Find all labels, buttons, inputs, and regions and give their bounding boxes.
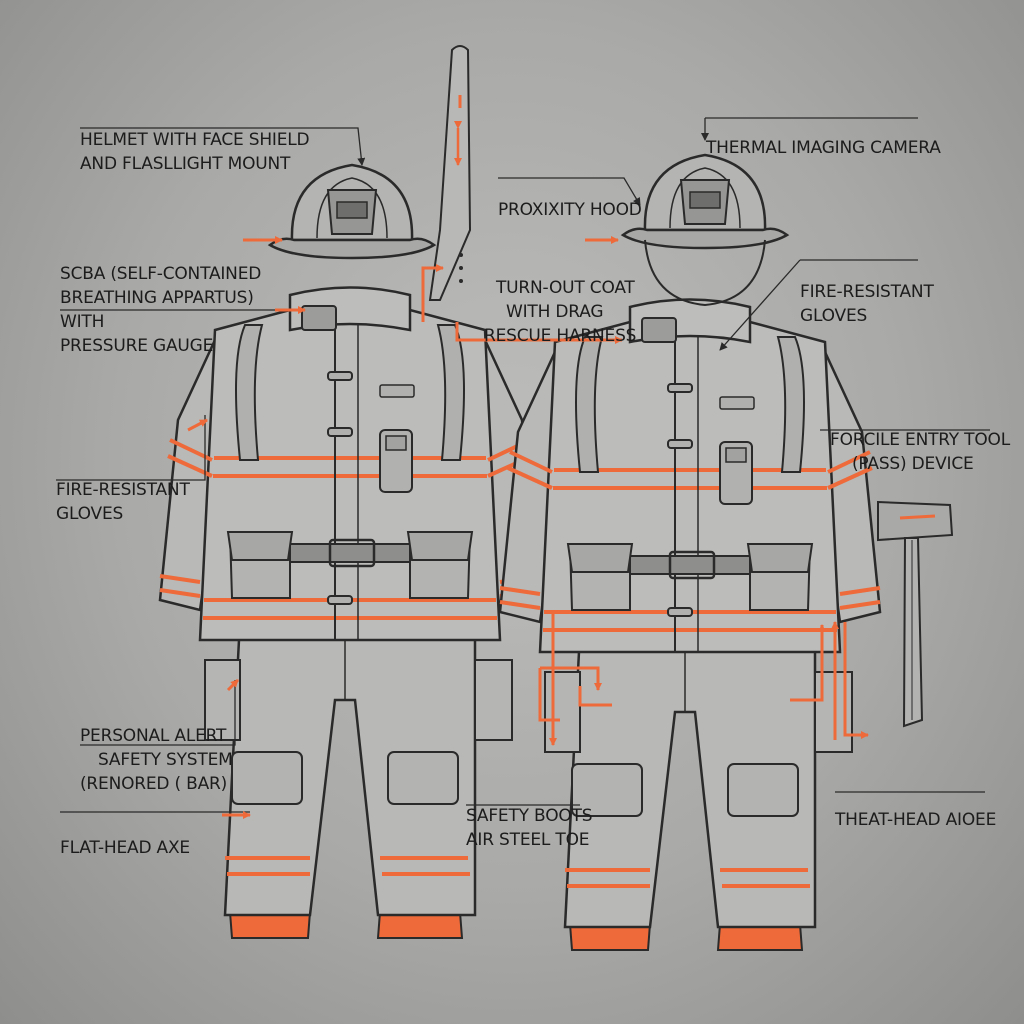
halligan-tool-illustration <box>428 45 472 301</box>
label-forcible-entry: FORCILE ENTRY TOOL(PASS) DEVICE <box>830 430 1010 474</box>
label-theat-head: THEAT-HEAD AIOEE <box>835 810 997 830</box>
axe-illustration <box>877 500 954 728</box>
label-proximity-hood: PROXIXITY HOOD <box>498 200 642 220</box>
label-flat-head-axe: FLAT-HEAD AXE <box>60 838 190 858</box>
callout-arrows <box>187 236 869 819</box>
helmet-right-illustration <box>621 153 789 307</box>
label-thermal-camera: THERMAL IMAGING CAMERA <box>706 138 941 158</box>
leader-lines <box>56 117 990 813</box>
